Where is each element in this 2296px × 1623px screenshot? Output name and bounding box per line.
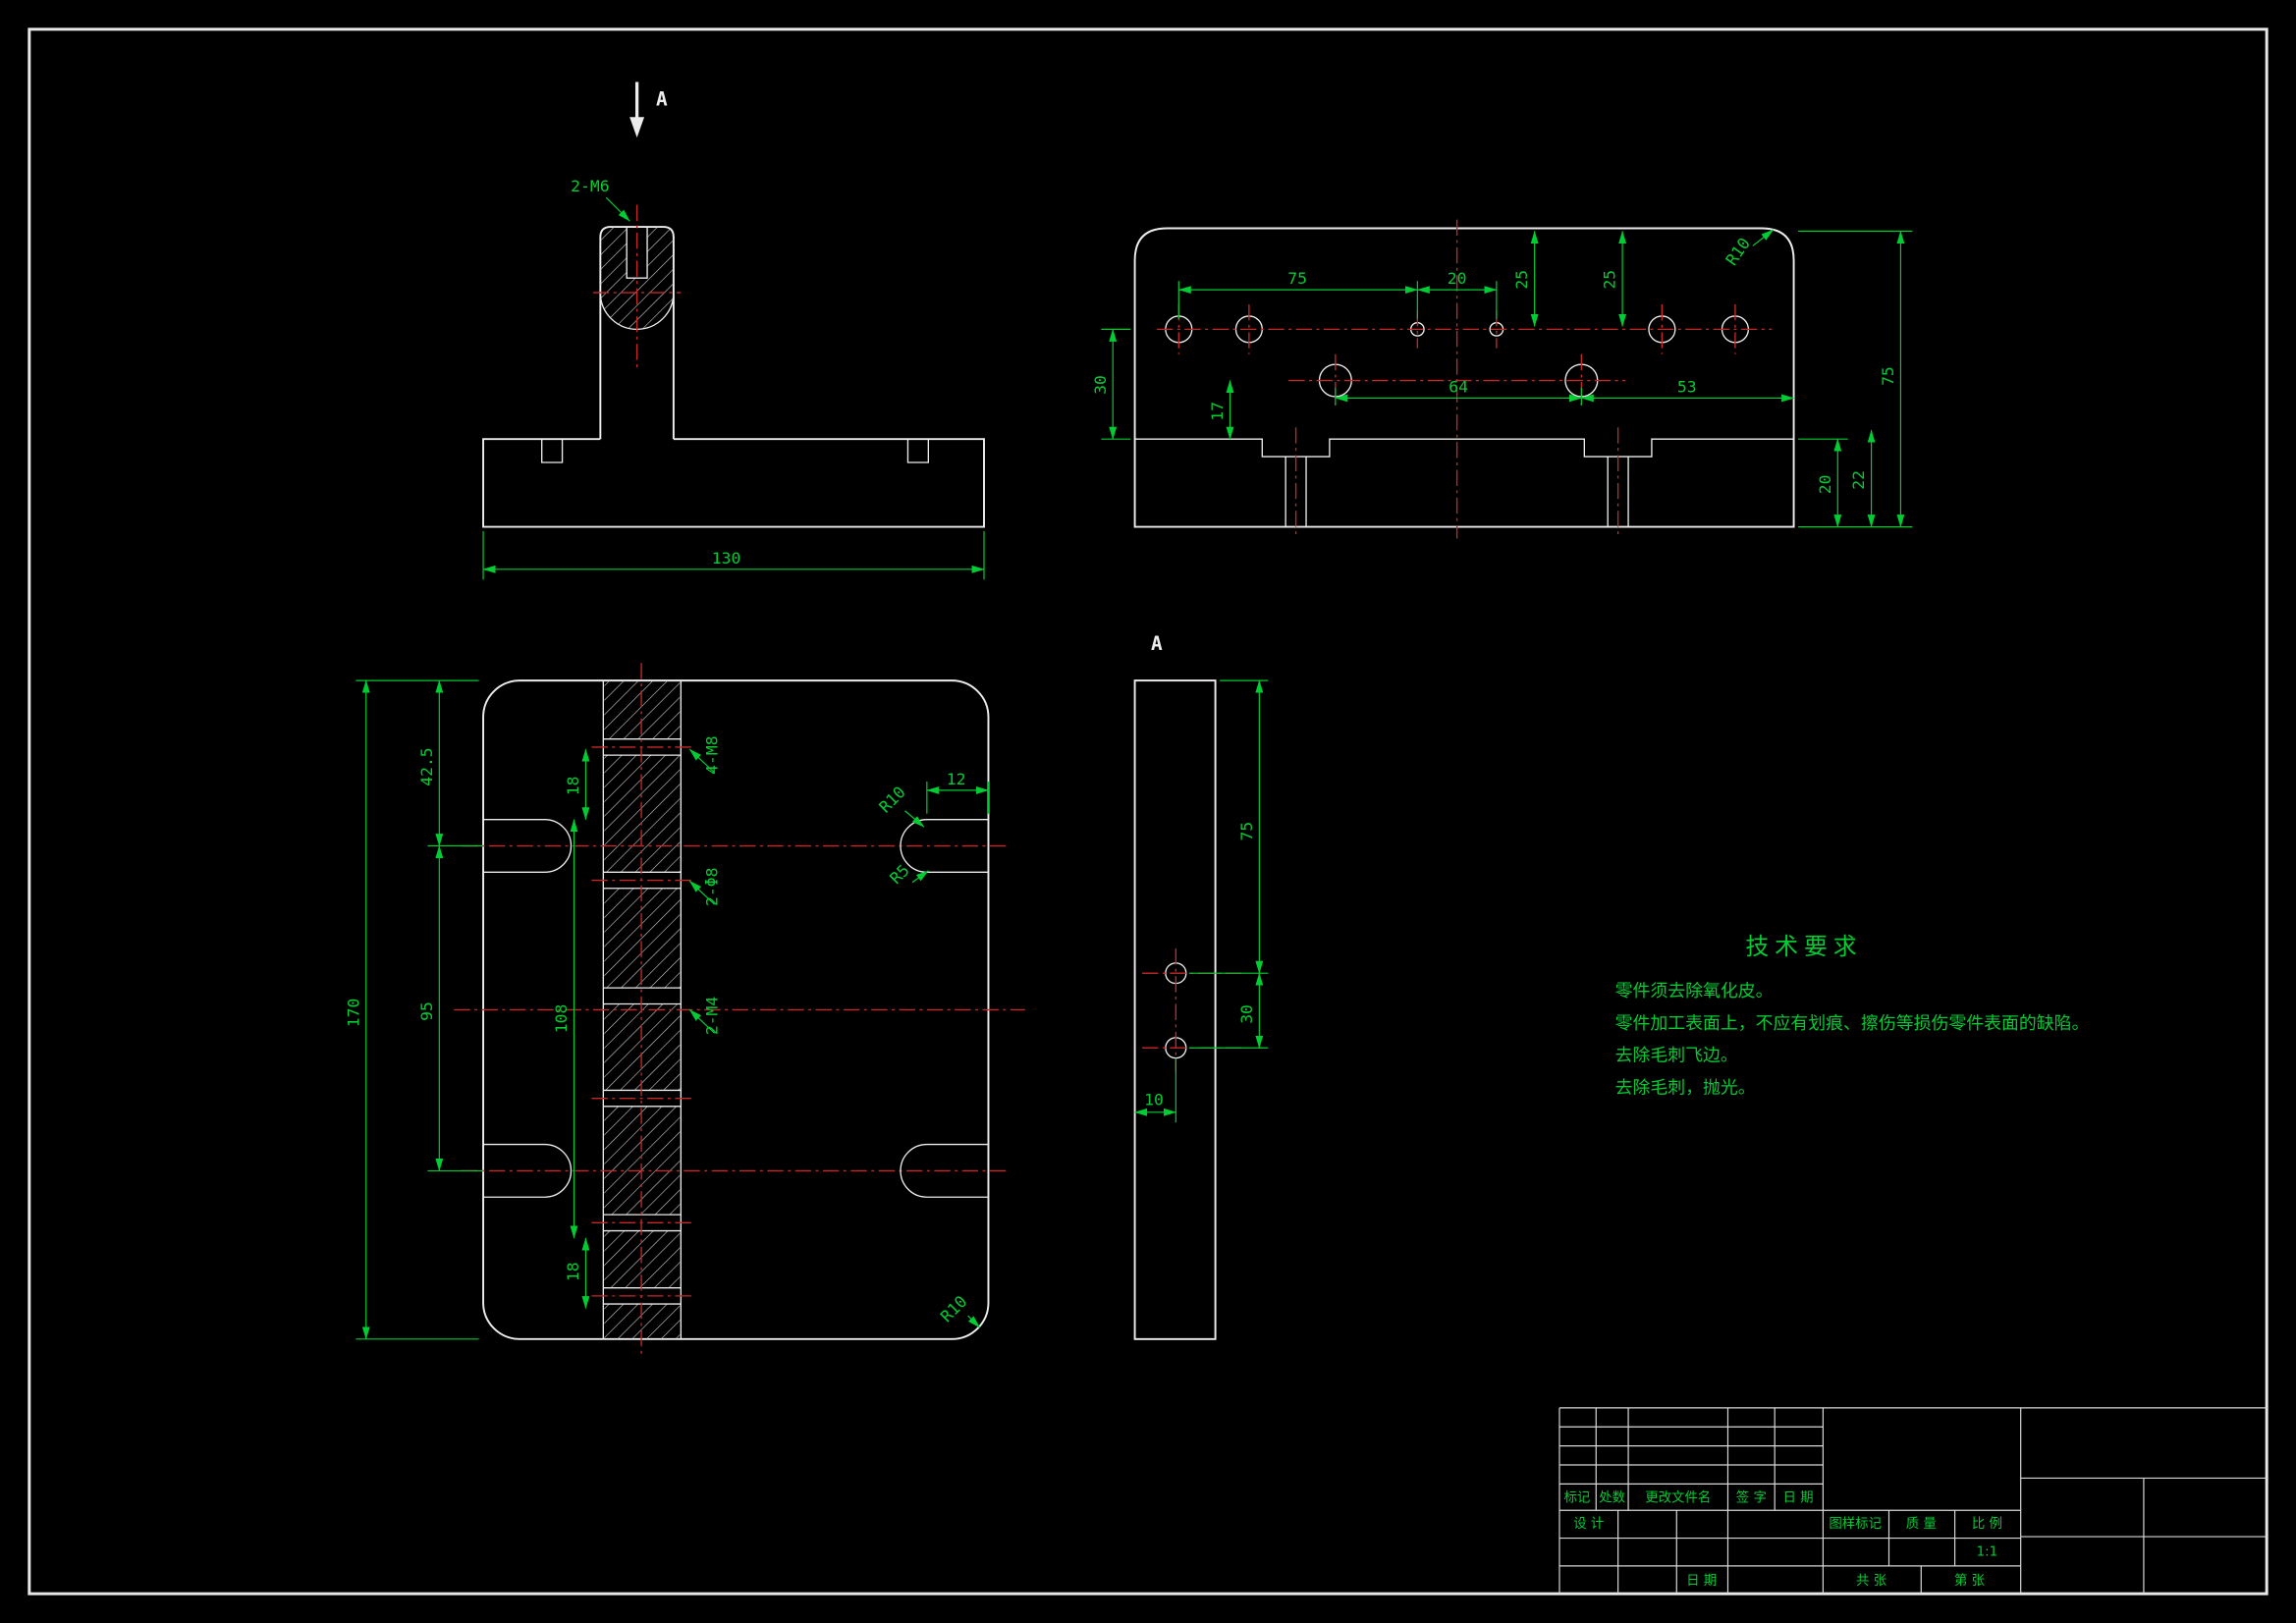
dim-130-text: 130 — [712, 549, 741, 568]
dim-64-text: 64 — [1449, 377, 1468, 396]
dim-42-5-text: 42.5 — [417, 747, 436, 785]
drawing-border — [27, 27, 2269, 1596]
dim-95-text: 95 — [417, 1001, 436, 1021]
rev-header-date: 日 期 — [1782, 1489, 1813, 1505]
dim-20-bottom-text: 20 — [1816, 475, 1834, 495]
label-4m8-text: 4-M8 — [703, 735, 722, 774]
label-2m4-text: 2-M4 — [703, 997, 722, 1036]
dim-170-text: 170 — [344, 999, 362, 1028]
dim-22-text: 22 — [1849, 470, 1868, 490]
tech-requirement-line: 零件加工表面上，不应有划痕、擦伤等损伤零件表面的缺陷。 — [1615, 1013, 2090, 1034]
dim-75-top-text: 75 — [1287, 269, 1307, 288]
side-outline — [1133, 227, 1795, 528]
dim-20-top-text: 20 — [1448, 269, 1467, 288]
front-view: A 2-M6 130 — [482, 81, 985, 580]
section-dimensions: 75 30 10 — [1133, 679, 1269, 1123]
plan-view: 42.5 95 170 18 108 18 4-M8 2-Φ8 2-M4 12 … — [344, 663, 1025, 1357]
dim-18-top-text: 18 — [564, 777, 582, 796]
title-block-grid — [1558, 1407, 2268, 1595]
dim-53-text: 53 — [1677, 377, 1697, 396]
stamp-header: 图样标记 — [1829, 1516, 1882, 1532]
section-arrowhead — [629, 117, 645, 138]
section-view-a: A 75 30 10 — [1133, 632, 1269, 1340]
scale-header: 比 例 — [1972, 1516, 2002, 1532]
section-arrow-top: A — [629, 81, 668, 138]
base-slot-edges — [541, 439, 930, 463]
side-step-line — [1134, 438, 1794, 458]
dim-10-text: 10 — [1144, 1090, 1164, 1109]
dim-25b-text: 25 — [1601, 270, 1619, 290]
section-outline — [1133, 679, 1217, 1340]
label-2phi8-text: 2-Φ8 — [703, 868, 722, 906]
dim-18-bottom-text: 18 — [564, 1262, 582, 1281]
tech-requirements: 技术要求 零件须去除氧化皮。 零件加工表面上，不应有划痕、擦伤等损伤零件表面的缺… — [1615, 933, 2090, 1099]
sheet-total: 共 张 — [1856, 1573, 1887, 1589]
rev-header-mark: 标记 — [1563, 1489, 1590, 1505]
design-label: 设 计 — [1573, 1516, 1604, 1532]
base-outline — [482, 438, 985, 528]
section-label-top: A — [656, 87, 668, 110]
tech-requirements-title: 技术要求 — [1745, 933, 1862, 960]
dim-12-text: 12 — [947, 770, 966, 788]
tech-requirement-line: 去除毛刺飞边。 — [1615, 1046, 1738, 1066]
tech-requirement-line: 去除毛刺，抛光。 — [1615, 1077, 1756, 1098]
thread-callout: 2-M6 — [571, 177, 630, 222]
dim-30-text: 30 — [1237, 1004, 1256, 1024]
mass-header: 质 量 — [1906, 1516, 1937, 1532]
scale-value: 1:1 — [1977, 1544, 1998, 1559]
dim-130: 130 — [482, 531, 985, 580]
sheet-index: 第 张 — [1954, 1572, 1986, 1589]
side-slot-verticals — [1285, 457, 1629, 527]
m6-slot — [626, 227, 648, 279]
dim-17-text: 17 — [1208, 402, 1227, 421]
date-label: 日 期 — [1686, 1573, 1717, 1589]
dim-30-text: 30 — [1091, 375, 1110, 395]
title-block: 标记 处数 更改文件名 签 字 日 期 设 计 日 期 图样标记 质 量 比 例… — [1558, 1407, 2268, 1595]
rev-header-count: 处数 — [1599, 1489, 1625, 1505]
section-view-label: A — [1151, 632, 1163, 655]
dim-108-text: 108 — [552, 1004, 571, 1034]
plan-centerlines — [454, 663, 1025, 1357]
rev-header-docname: 更改文件名 — [1645, 1489, 1711, 1505]
thread-callout-text: 2-M6 — [571, 177, 609, 195]
rev-header-signature: 签 字 — [1736, 1488, 1767, 1505]
rib-hatch-segments — [603, 680, 682, 1339]
tech-requirement-line: 零件须去除氧化皮。 — [1615, 981, 1774, 1001]
dim-25a-text: 25 — [1512, 270, 1531, 290]
dim-75-right-text: 75 — [1879, 366, 1897, 386]
dim-75-text: 75 — [1237, 822, 1256, 841]
